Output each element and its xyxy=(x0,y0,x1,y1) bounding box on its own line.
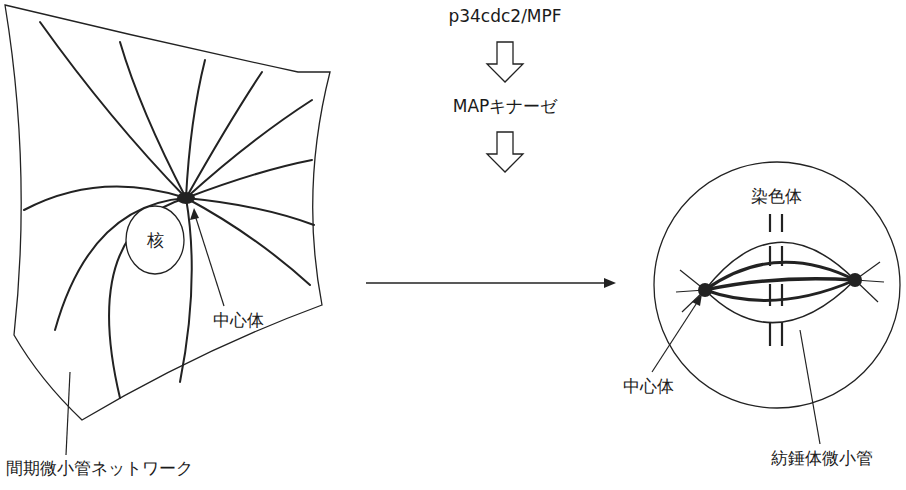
nucleus: 核 xyxy=(125,205,185,275)
node-text: 核 xyxy=(147,229,164,252)
text-label: MAPキナーゼ xyxy=(453,96,558,116)
leader-line xyxy=(194,212,224,306)
hollow-arrow xyxy=(487,132,523,172)
mitotic-cell xyxy=(654,162,900,408)
centrosome xyxy=(177,192,195,204)
transition-arrowhead xyxy=(604,278,616,288)
hollow-arrow xyxy=(487,42,523,82)
transition-arrow xyxy=(366,282,612,284)
cell-outline xyxy=(5,5,330,420)
centrosome xyxy=(848,273,862,287)
text-label: 紡錘体微小管 xyxy=(771,448,873,468)
chromosomes xyxy=(770,214,782,346)
spindle-microtubules xyxy=(705,242,855,322)
interphase-microtubules xyxy=(24,22,314,398)
text-label: 中心体 xyxy=(623,376,674,396)
leader-line xyxy=(652,298,700,372)
leader-arrowhead xyxy=(692,294,702,306)
text-label: 中心体 xyxy=(213,310,264,330)
text-label: p34cdc2/MPF xyxy=(448,6,561,26)
leader-line xyxy=(66,372,70,455)
centrosome xyxy=(698,283,712,297)
text-label: 間期微小管ネットワーク xyxy=(6,458,193,478)
text-label: 染色体 xyxy=(751,186,802,206)
leader-line xyxy=(800,330,820,444)
astral-rays xyxy=(676,262,884,312)
leader-arrowhead xyxy=(190,208,199,220)
